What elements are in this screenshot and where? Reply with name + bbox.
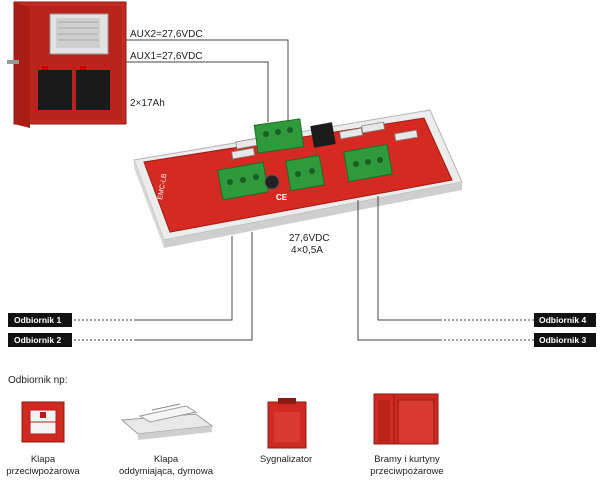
example-caption-signaller: Sygnalizator <box>216 454 356 466</box>
receiver-tag-1: Odbiornik 1 <box>8 313 72 327</box>
fuses <box>231 121 418 160</box>
receiver-tag-label: Odbiornik 3 <box>539 335 587 345</box>
receiver-tag-2: Odbiornik 2 <box>8 333 72 347</box>
module-name: EMC-LB <box>157 173 169 201</box>
example-caption-fire-door: Bramy i kurtyny przeciwpożarowe <box>337 454 477 478</box>
capacitor <box>264 174 280 190</box>
power-supply-cabinet <box>7 1 127 128</box>
caption-line: przeciwpożarowa <box>6 466 80 477</box>
module-output-current: 4×0,5A <box>291 245 323 256</box>
output-terminal-block-left <box>217 161 269 201</box>
receiver-tag-label: Odbiornik 4 <box>539 315 587 325</box>
input-terminal-block <box>253 118 305 154</box>
examples-title: Odbiornik np: <box>8 375 68 386</box>
caption-line: Sygnalizator <box>259 454 313 465</box>
caption-line: przeciwpożarowe <box>370 466 444 477</box>
output-terminal-block-center <box>285 154 325 192</box>
receiver-wires <box>72 196 534 341</box>
caption-line: Bramy i kurtyny <box>374 454 440 465</box>
receiver-tag-4: Odbiornik 4 <box>534 313 596 327</box>
receiver-tag-label: Odbiornik 2 <box>14 335 62 345</box>
caption-line: Klapa <box>153 454 179 465</box>
battery-label: 2×17Ah <box>130 98 165 109</box>
fire-door-image <box>373 393 439 445</box>
battery-pack <box>38 66 110 110</box>
aux-wires <box>126 39 289 122</box>
example-caption-smoke-vent: Klapa oddymiająca, dymowa <box>96 454 236 478</box>
aux1-label: AUX1=27,6VDC <box>130 51 203 62</box>
module-output-voltage: 27,6VDC <box>289 233 330 244</box>
psu-board <box>49 13 109 55</box>
receiver-tag-label: Odbiornik 1 <box>14 315 62 325</box>
emc-lb-module: EMC-LB <box>133 109 463 248</box>
fire-damper-image <box>21 401 65 443</box>
aux2-label: AUX2=27,6VDC <box>130 29 203 40</box>
relay <box>310 122 336 148</box>
caption-line: oddymiająca, dymowa <box>119 466 213 477</box>
example-caption-fire-damper: Klapa przeciwpożarowa <box>0 454 113 478</box>
signaller-image <box>267 398 307 449</box>
smoke-vent-image <box>120 403 214 440</box>
receiver-tag-3: Odbiornik 3 <box>534 333 596 347</box>
caption-line: Klapa <box>30 454 56 465</box>
ce-mark: CE <box>276 193 288 202</box>
output-terminal-block-right <box>343 143 393 183</box>
